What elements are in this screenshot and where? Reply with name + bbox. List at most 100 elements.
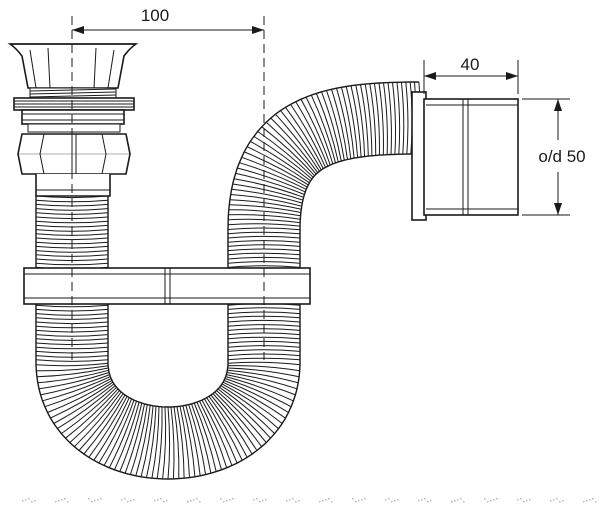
hose-rib <box>315 93 339 163</box>
scan-speck <box>550 500 552 502</box>
hose-rib <box>227 252 301 256</box>
scan-speck <box>34 500 36 502</box>
hose-rib <box>253 135 313 180</box>
outlet-diameter-label: o/d 50 <box>538 147 585 166</box>
hose-rib <box>326 90 345 161</box>
scan-speck <box>130 500 132 502</box>
scan-speck <box>292 498 294 500</box>
hose-rib <box>44 378 112 408</box>
scan-speck <box>187 501 189 503</box>
scan-speck <box>232 498 234 500</box>
hose-rib <box>35 262 109 266</box>
hose-rib <box>227 365 300 372</box>
hose-rib <box>36 367 109 378</box>
scan-speck <box>25 499 27 501</box>
hose-rib <box>35 321 109 325</box>
scan-speck <box>325 499 327 501</box>
hose-rib <box>221 383 283 424</box>
hose-rib <box>119 402 143 472</box>
hose-rib <box>98 398 133 464</box>
hose-rib <box>35 208 109 211</box>
scan-speck <box>553 499 555 501</box>
hose-rib <box>210 394 253 455</box>
hose-rib <box>224 378 292 408</box>
hose-rib <box>231 188 303 204</box>
scan-speck <box>256 498 258 500</box>
scan-speck <box>358 500 360 502</box>
scan-speck <box>226 500 228 502</box>
basin-waste-fitting <box>7 43 139 197</box>
hose-rib <box>50 381 114 419</box>
scan-speck <box>286 500 288 502</box>
scan-speck <box>91 501 93 503</box>
hose-rib <box>167 406 171 480</box>
outlet-length-label: 40 <box>461 55 480 74</box>
hose-rib <box>400 82 405 155</box>
scan-speck <box>64 498 66 500</box>
hose-rib <box>35 346 109 350</box>
hose-rib <box>270 117 319 173</box>
hose-rib <box>35 233 109 236</box>
scan-speck <box>385 499 387 501</box>
hose-rib <box>225 376 294 402</box>
scan-speck <box>163 501 165 503</box>
hose-rib <box>88 396 128 458</box>
hose-rib <box>227 265 301 268</box>
hose-rib <box>229 199 302 210</box>
hose-rib <box>103 399 135 466</box>
hose-rib <box>179 406 190 478</box>
scan-speck <box>229 499 231 501</box>
scan-speck <box>289 499 291 501</box>
hose-rib <box>193 402 217 472</box>
hose-rib <box>223 379 289 413</box>
hose-rib <box>78 393 124 451</box>
hose-rib <box>170 406 175 479</box>
hose-rib <box>350 85 362 158</box>
scan-speck <box>589 499 591 501</box>
hose-rib <box>321 91 342 162</box>
clamp-bar <box>23 267 311 305</box>
hose-rib <box>191 403 212 474</box>
hose-rib <box>74 391 122 448</box>
scan-speck <box>484 498 486 500</box>
scan-speck <box>328 498 330 500</box>
hose-rib <box>387 82 392 155</box>
scan-speck <box>517 499 519 501</box>
hose-rib <box>185 405 201 476</box>
hose-rib <box>69 390 120 443</box>
scan-speck <box>295 501 297 503</box>
scan-speck <box>451 501 453 503</box>
scan-speck <box>331 501 333 503</box>
hose-rib <box>162 406 167 479</box>
hose-rib <box>226 374 296 396</box>
hose-rib <box>228 209 301 217</box>
offset-dimension-label: 100 <box>141 6 169 25</box>
scan-speck <box>55 501 57 503</box>
hose-outer-edge <box>35 153 419 480</box>
scan-speck <box>58 500 60 502</box>
hose-rib <box>156 406 163 479</box>
scan-speck <box>262 500 264 502</box>
scan-speck <box>31 501 33 503</box>
hose-rib <box>378 82 384 155</box>
hose-rib <box>206 397 243 461</box>
hose-rib <box>114 401 140 471</box>
hose-rib <box>250 140 311 182</box>
scan-speck <box>397 499 399 501</box>
hose-rib <box>232 183 304 201</box>
hose-rib <box>37 369 109 384</box>
hose-rib <box>93 397 130 461</box>
scan-speck <box>526 500 528 502</box>
hose-rib <box>295 101 329 167</box>
hose-rib <box>61 386 117 435</box>
hose-rib <box>188 404 207 475</box>
hose-rib <box>257 131 314 178</box>
scan-speck <box>223 501 225 503</box>
scan-speck <box>352 498 354 500</box>
hose-rib <box>233 178 304 198</box>
scan-speck <box>127 501 129 503</box>
hose-rib <box>129 404 148 475</box>
hose-rib <box>290 104 326 168</box>
hose-rib <box>364 84 373 156</box>
scan-speck <box>199 501 201 503</box>
